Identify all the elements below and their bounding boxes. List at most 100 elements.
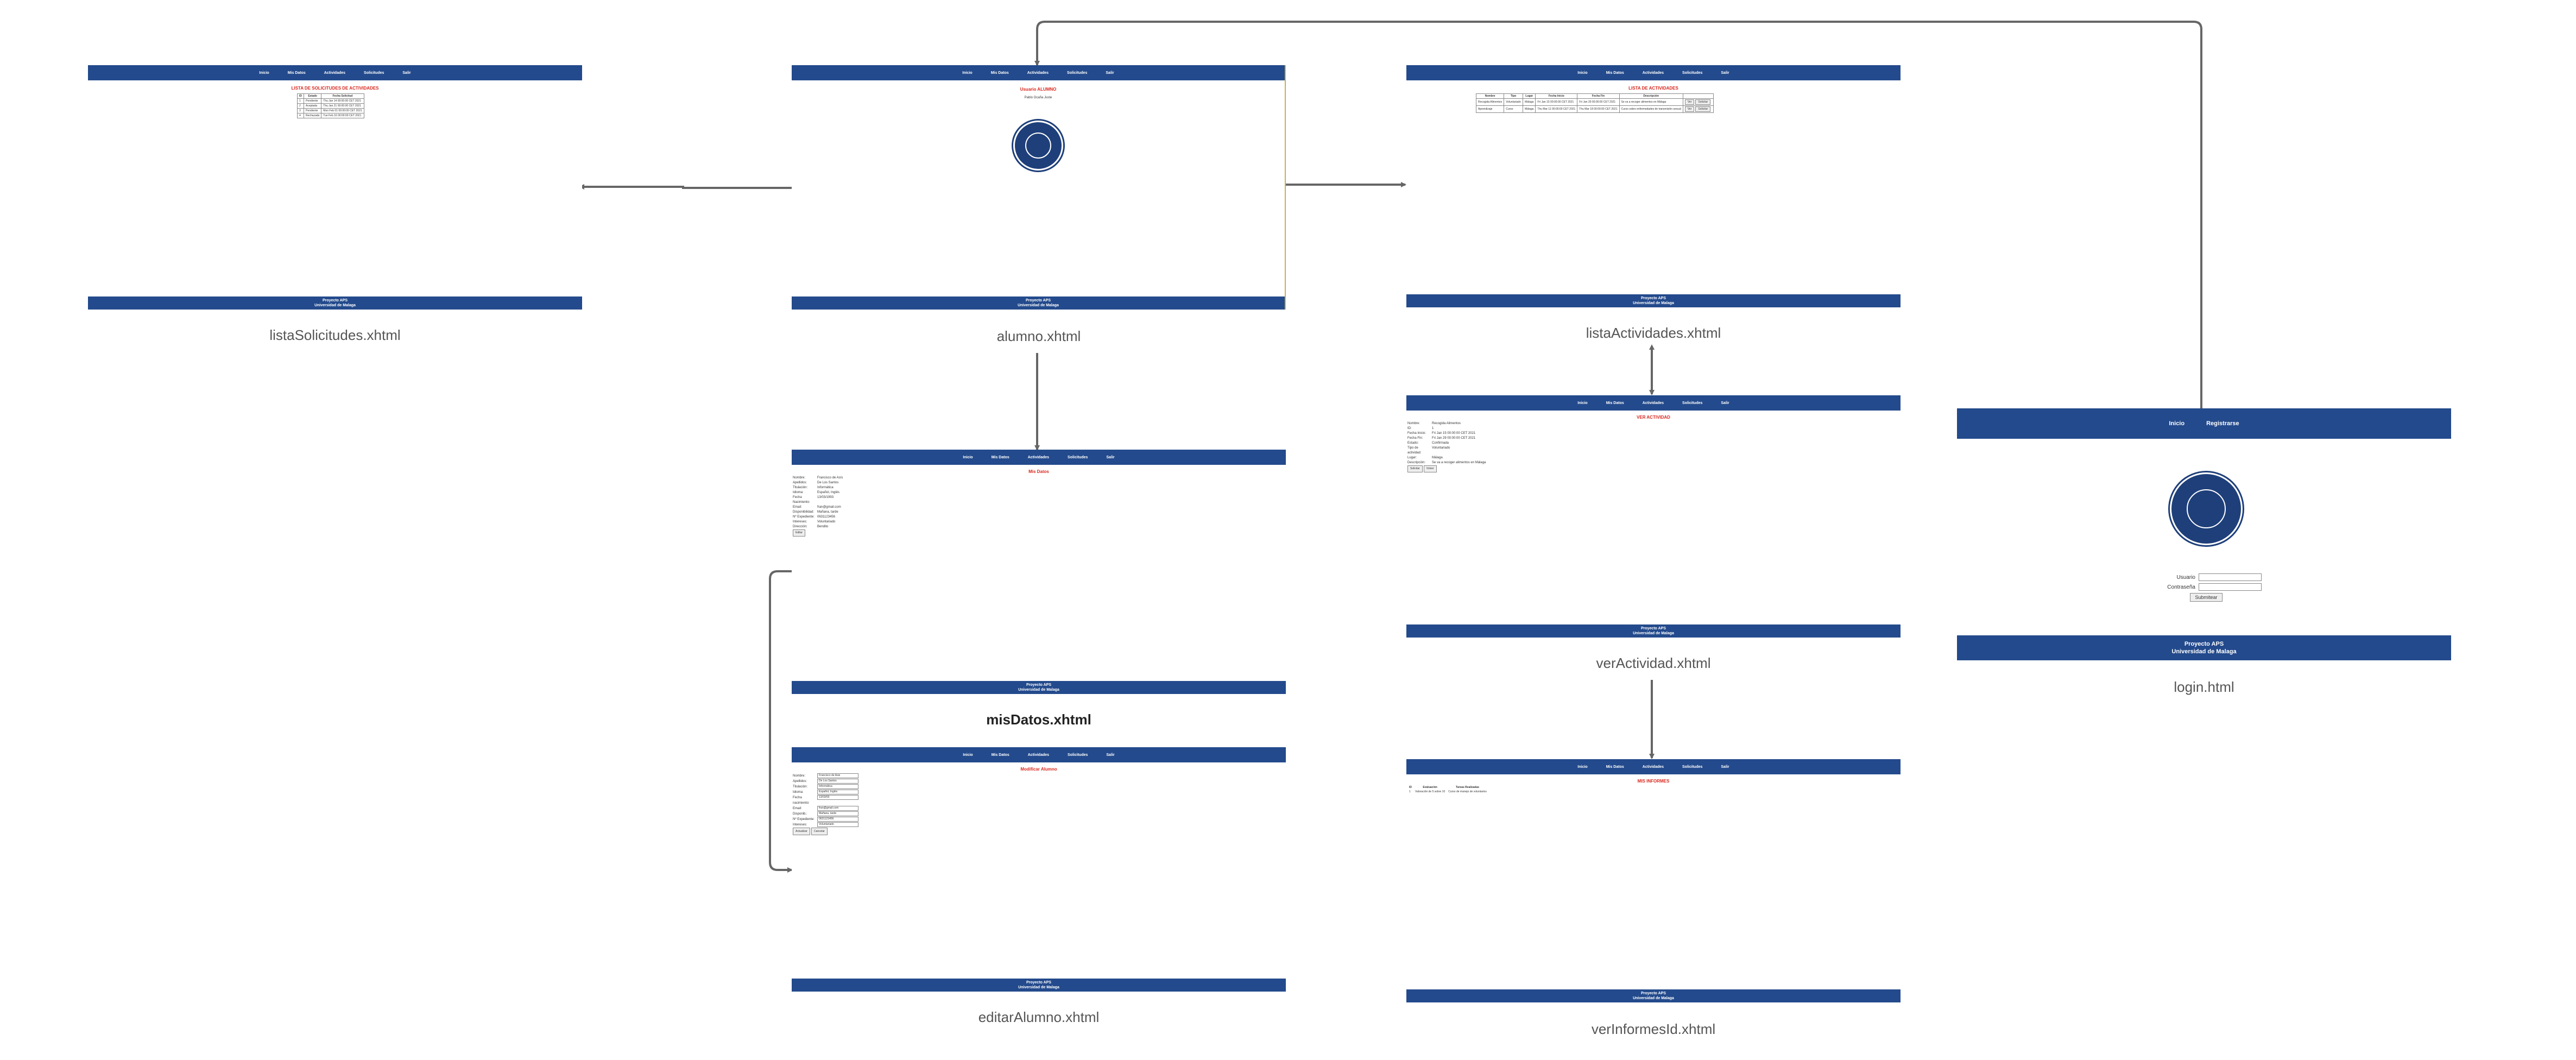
nav-requests[interactable]: Solicitudes	[364, 71, 384, 75]
field-label: Fecha Nacimiento:	[793, 496, 810, 504]
nav-my-data[interactable]: Mis Datos	[287, 71, 306, 75]
nav-requests[interactable]: Solicitudes	[1067, 71, 1088, 75]
data-row: Email:fran@gmail.com	[793, 505, 843, 510]
availability-input[interactable]: Mañana, tarde	[817, 811, 858, 816]
field-value: Recogida Alimentos	[1432, 422, 1461, 425]
footer: Proyecto APS Universidad de Malaga	[1406, 294, 1901, 307]
surname-input[interactable]: De Los Santos	[817, 779, 858, 784]
nav-activities[interactable]: Actividades	[324, 71, 346, 75]
nav-exit[interactable]: Salir	[1721, 71, 1729, 75]
university-seal-icon	[1013, 121, 1063, 171]
submit-button[interactable]: Submitear	[2190, 593, 2223, 602]
field-label: Apellidos:	[793, 481, 807, 484]
footer-line1: Proyecto APS	[322, 299, 348, 302]
column-header: ID	[1409, 786, 1412, 789]
nav-requests[interactable]: Solicitudes	[1682, 765, 1703, 769]
nav-requests[interactable]: Solicitudes	[1068, 455, 1088, 459]
nav-exit[interactable]: Salir	[402, 71, 411, 75]
form-row: Intereses:Voluntariado	[793, 822, 858, 828]
request-button[interactable]: Solicitar	[1695, 99, 1711, 105]
nav-requests[interactable]: Solicitudes	[1682, 71, 1703, 75]
nav-my-data[interactable]: Mis Datos	[1606, 71, 1624, 75]
nav-bar: Inicio Mis Datos Actividades Solicitudes…	[1406, 395, 1901, 411]
view-button[interactable]: Ver	[1684, 106, 1695, 112]
field-value: Málaga	[1432, 456, 1443, 459]
nav-exit[interactable]: Salir	[1106, 455, 1115, 459]
table-cell: Curso	[1504, 105, 1524, 113]
nav-home[interactable]: Inicio	[963, 753, 973, 757]
username-label: Usuario	[2176, 574, 2195, 581]
arrow-alumno-to-listaSolicitudes	[579, 184, 792, 190]
table-row: 1 Pendiente Thu Jan 14 00:00:00 CET 2021	[297, 98, 364, 104]
footer-line2: Universidad de Malaga	[1633, 301, 1674, 305]
data-row: ID:1	[1407, 426, 1486, 431]
password-input[interactable]	[2199, 583, 2262, 591]
nav-home[interactable]: Inicio	[962, 71, 973, 75]
language-input[interactable]: Español, Inglés	[817, 790, 858, 794]
footer-line1: Proyecto APS	[1025, 299, 1051, 302]
page-title: VER ACTIVIDAD	[1637, 415, 1670, 420]
back-button[interactable]: Volver	[1423, 465, 1437, 472]
email-input[interactable]: fran@gmail.com	[817, 806, 858, 811]
field-value: Se va a recoger alimentos en Málaga	[1432, 461, 1486, 464]
username-input[interactable]	[2199, 573, 2262, 581]
footer-line1: Proyecto APS	[1640, 992, 1666, 995]
update-button[interactable]: Actualizar	[793, 828, 810, 835]
nav-exit[interactable]: Salir	[1106, 753, 1115, 757]
nav-home[interactable]: Inicio	[963, 455, 973, 459]
caption-alumno: alumno.xhtml	[996, 328, 1081, 344]
arrow-login-to-alumno	[1034, 21, 2202, 408]
table-cell: Curso de manejo de voluntarios	[1448, 790, 1487, 793]
nav-exit[interactable]: Salir	[1721, 765, 1729, 769]
table-cell: Fri Jan 15 00:00:00 CET 2021	[1535, 98, 1578, 106]
nav-my-data[interactable]: Mis Datos	[991, 455, 1009, 459]
nav-home[interactable]: Inicio	[1577, 765, 1588, 769]
student-name: Pablo Ocaña Juste	[1024, 96, 1052, 99]
data-row: Intereses:Voluntariado	[793, 520, 843, 525]
nav-my-data[interactable]: Mis Datos	[990, 71, 1009, 75]
caption-verActividad: verActividad.xhtml	[1596, 655, 1711, 671]
caption-editarAlumno: editarAlumno.xhtml	[978, 1009, 1100, 1025]
interests-input[interactable]: Voluntariado	[817, 822, 858, 827]
nav-activities[interactable]: Actividades	[1027, 455, 1050, 459]
footer: Proyecto APS Universidad de Malaga	[1406, 624, 1901, 638]
nav-activities[interactable]: Actividades	[1642, 765, 1664, 769]
table-cell: Thu Jan 21 00:00:00 CET 2021	[321, 103, 364, 109]
nav-home[interactable]: Inicio	[259, 71, 269, 75]
birthdate-input[interactable]: 13/03/93	[817, 795, 858, 800]
nav-exit[interactable]: Salir	[1106, 71, 1114, 75]
nav-activities[interactable]: Actividades	[1027, 753, 1050, 757]
nav-home[interactable]: Inicio	[1577, 71, 1588, 75]
cancel-button[interactable]: Cancelar	[811, 828, 828, 835]
nav-register[interactable]: Registrarse	[2206, 420, 2239, 427]
name-input[interactable]: Francisco de Asis	[817, 773, 858, 778]
nav-my-data[interactable]: Mis Datos	[1606, 765, 1624, 769]
nav-activities[interactable]: Actividades	[1027, 71, 1049, 75]
nav-requests[interactable]: Solicitudes	[1682, 401, 1703, 405]
nav-my-data[interactable]: Mis Datos	[1606, 401, 1624, 405]
screen-editarAlumno: Inicio Mis Datos Actividades Solicitudes…	[792, 747, 1286, 992]
table-row: 3 Pendiente Mon Feb 01 00:00:00 CET 2021	[297, 108, 364, 113]
degree-input[interactable]: Informática	[817, 784, 858, 789]
nav-home[interactable]: Inicio	[1577, 401, 1588, 405]
field-label: Titulación:	[793, 785, 808, 788]
nav-home[interactable]: Inicio	[2169, 420, 2185, 427]
nav-bar: Inicio Mis Datos Actividades Solicitudes…	[1406, 759, 1901, 774]
nav-exit[interactable]: Salir	[1721, 401, 1729, 405]
record-number-input[interactable]: 0631123456	[817, 817, 858, 822]
edit-button[interactable]: Editar	[793, 529, 806, 537]
footer: Proyecto APS Universidad de Malaga	[1957, 635, 2451, 660]
view-button[interactable]: Ver	[1684, 99, 1695, 105]
request-button[interactable]: Solicitar	[1695, 106, 1711, 112]
footer-line2: Universidad de Malaga	[1633, 996, 1674, 1000]
column-header: Fecha Solicitud	[321, 93, 364, 99]
table-cell: Thu Mar 18 00:00:00 CET 2021	[1577, 105, 1620, 113]
nav-activities[interactable]: Actividades	[1642, 401, 1664, 405]
nav-requests[interactable]: Solicitudes	[1068, 753, 1088, 757]
screen-misDatos: Inicio Mis Datos Actividades Solicitudes…	[792, 450, 1286, 694]
request-button[interactable]: Solicitar	[1407, 465, 1423, 472]
column-header: Estado	[303, 93, 322, 99]
nav-activities[interactable]: Actividades	[1642, 71, 1664, 75]
data-row: Fecha Fin:Fri Jan 29 00:00:00 CET 2021	[1407, 436, 1486, 441]
nav-my-data[interactable]: Mis Datos	[991, 753, 1009, 757]
